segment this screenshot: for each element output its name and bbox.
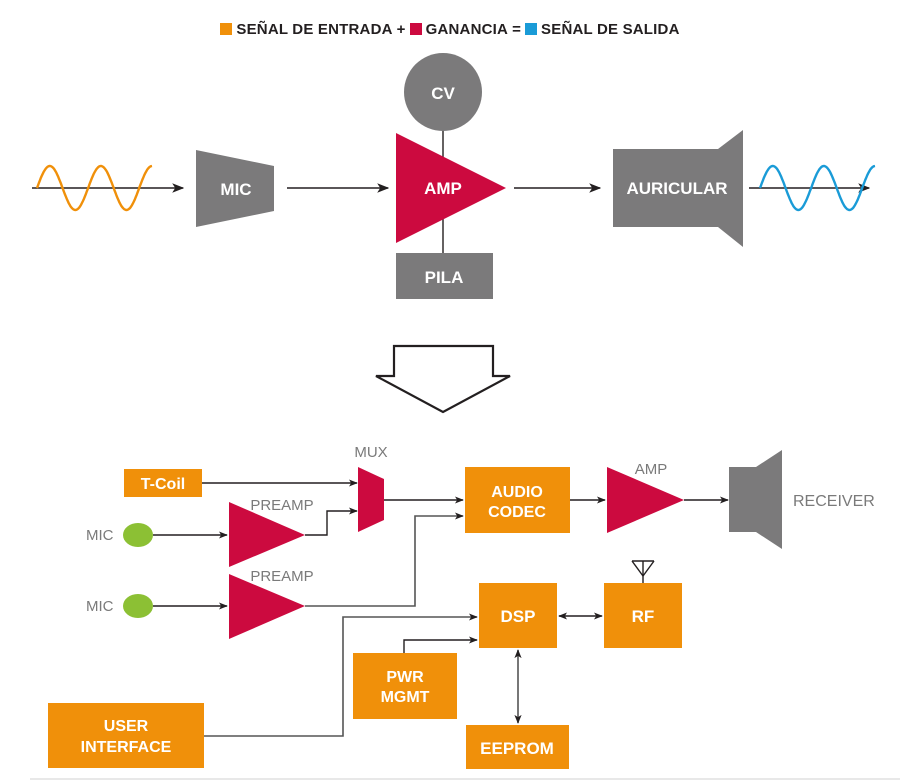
- amp-label: AMP: [424, 179, 462, 198]
- legend-plus: +: [396, 21, 406, 38]
- amp2-triangle: [607, 467, 684, 533]
- cv-label: CV: [431, 84, 455, 103]
- pwr-label-line2: MGMT: [381, 689, 430, 706]
- ui-label-line1: USER: [104, 718, 149, 735]
- legend-swatch-gain: [409, 23, 422, 35]
- mic1-label: MIC: [86, 527, 114, 544]
- preamp2-label: PREAMP: [250, 568, 313, 585]
- amp-triangle: [396, 133, 506, 243]
- antenna-icon: [631, 560, 655, 583]
- legend-label-gain: GANANCIA: [425, 21, 509, 38]
- cv-circle: [404, 53, 482, 131]
- dsp-label: DSP: [501, 607, 536, 626]
- pwr-label-line1: PWR: [386, 669, 424, 686]
- eeprom-block: [466, 725, 569, 769]
- mic-block: [196, 150, 274, 227]
- preamp2-triangle: [229, 574, 305, 639]
- preamp1-triangle: [229, 502, 305, 567]
- battery-label: PILA: [425, 268, 464, 287]
- eeprom-label: EEPROM: [480, 739, 554, 758]
- mux-block: [358, 467, 384, 532]
- down-arrow-icon: [375, 344, 511, 414]
- power-management-block: [353, 653, 457, 719]
- tcoil-block: [124, 469, 202, 497]
- legend-label-input: SEÑAL DE ENTRADA: [236, 21, 393, 38]
- dsp-block: [479, 583, 557, 648]
- legend-label-output: SEÑAL DE SALIDA: [541, 21, 680, 38]
- mic-label: MIC: [220, 180, 251, 199]
- preamp2-to-codec-arrow: [305, 512, 464, 607]
- preamp1-to-mux-arrow: [305, 507, 358, 536]
- earphone-label: AURICULAR: [626, 179, 727, 198]
- mux-label: MUX: [354, 444, 387, 461]
- legend-equals: =: [512, 21, 522, 38]
- mic2-icon: [123, 594, 153, 618]
- receiver-label: RECEIVER: [793, 493, 875, 510]
- pwr-to-dsp-arrow: [403, 636, 478, 653]
- user-interface-block: [48, 703, 204, 768]
- ui-label-line2: INTERFACE: [81, 739, 172, 756]
- receiver-block: [729, 450, 782, 549]
- amp2-label: AMP: [635, 461, 668, 478]
- rf-label: RF: [632, 607, 655, 626]
- bottom-diagram: T-Coil MUX MIC PREAMP MIC PREAMP AUDIO C…: [48, 444, 875, 769]
- output-sine-wave-icon: [758, 164, 876, 212]
- codec-label-line2: CODEC: [488, 504, 546, 521]
- top-diagram: MIC CV AMP PILA AURICULAR: [32, 53, 876, 299]
- legend-swatch-output: [525, 23, 538, 35]
- codec-label-line1: AUDIO: [491, 484, 543, 501]
- earphone-block: [613, 130, 743, 247]
- mic1-icon: [123, 523, 153, 547]
- legend: SEÑAL DE ENTRADA+ GANANCIA= SEÑAL DE SALID…: [0, 21, 900, 38]
- legend-swatch-input: [220, 23, 233, 35]
- battery-block: [396, 253, 493, 299]
- ui-to-dsp-arrow: [204, 613, 478, 737]
- mic2-label: MIC: [86, 598, 114, 615]
- tcoil-label: T-Coil: [141, 476, 185, 493]
- audio-codec-block: [465, 467, 570, 533]
- input-sine-wave-icon: [35, 164, 153, 212]
- rf-block: [604, 583, 682, 648]
- preamp1-label: PREAMP: [250, 497, 313, 514]
